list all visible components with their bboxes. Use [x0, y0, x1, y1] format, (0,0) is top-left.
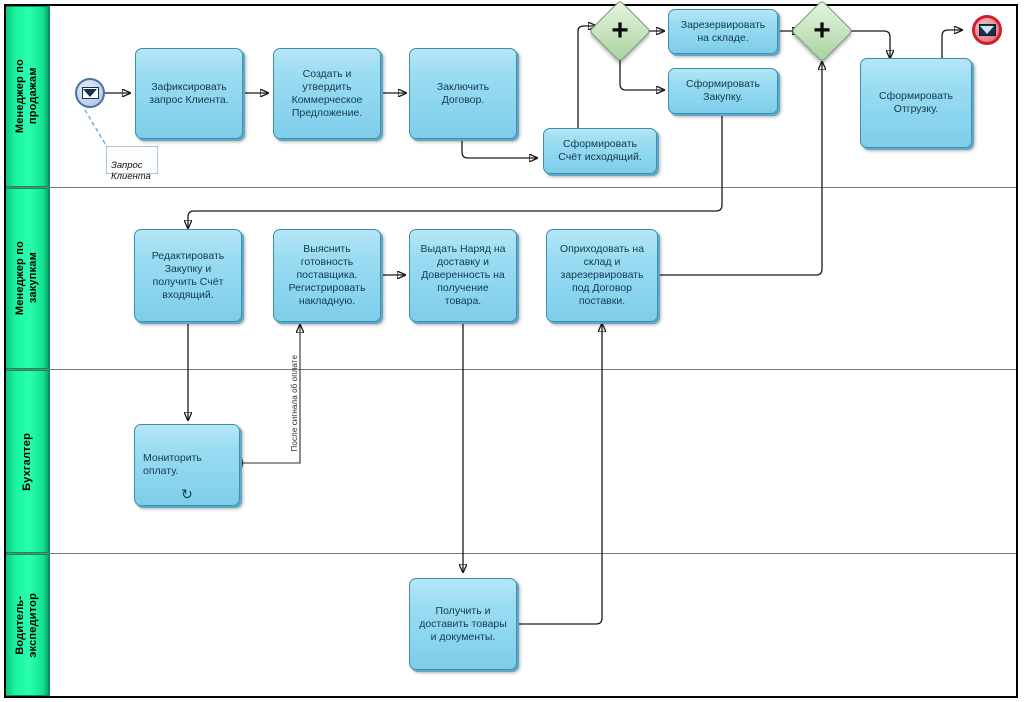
lane-header-purchasing: Менеджер по закупкам [6, 188, 50, 369]
lane-label-driver: Водитель- экспедитор [14, 592, 39, 658]
task-vyyasnit-gotovnost[interactable]: Выяснить готовность поставщика. Регистри… [273, 229, 381, 322]
task-sformirovat-zakupku[interactable]: Сформировать Закупку. [668, 68, 778, 114]
task-label: Получить и доставить товары и документы. [419, 604, 507, 643]
task-label: Зарезервировать на складе. [680, 18, 766, 44]
lane-accounting: Бухгалтер [6, 370, 1016, 554]
annotation-zapros-klienta: Запрос Клиента [106, 146, 158, 182]
task-label: Создать и утвердить Коммерческое Предлож… [291, 67, 363, 119]
task-label: Зафиксировать запрос Клиента. [149, 80, 229, 106]
lane-header-accounting: Бухгалтер [6, 370, 50, 553]
start-message-event[interactable] [75, 78, 105, 108]
lane-label-sales: Менеджер по продажам [14, 59, 39, 134]
task-sformirovat-otgruzku[interactable]: Сформировать Отгрузку. [860, 58, 972, 148]
task-zafiksirovat-zapros[interactable]: Зафиксировать запрос Клиента. [135, 48, 243, 139]
envelope-icon [978, 24, 996, 36]
lane-body-driver [50, 554, 1016, 696]
end-message-event[interactable] [972, 15, 1002, 45]
lane-header-sales: Менеджер по продажам [6, 6, 50, 187]
task-poluchit-dostavit-tovary[interactable]: Получить и доставить товары и документы. [409, 578, 517, 670]
task-label: Выдать Наряд на доставку и Доверенность … [420, 243, 506, 307]
plus-icon: + [813, 14, 831, 47]
task-redaktirovat-zakupku[interactable]: Редактировать Закупку и получить Счёт вх… [134, 229, 242, 322]
task-label: Оприходовать на склад и зарезервировать … [559, 243, 645, 307]
task-sozdat-utverdit-kp[interactable]: Создать и утвердить Коммерческое Предлож… [273, 48, 381, 139]
task-sformirovat-schet-ishodyashchiy[interactable]: Сформировать Счёт исходящий. [543, 128, 657, 174]
task-monitorit-oplatu[interactable]: Мониторить оплату. ↻ [134, 424, 240, 506]
lane-driver: Водитель- экспедитор [6, 554, 1016, 696]
task-label: Выяснить готовность поставщика. Регистри… [288, 243, 366, 307]
flow-label-after-payment-signal: После сигнала об оплате [290, 355, 299, 451]
task-label: Мониторить оплату. [143, 452, 202, 477]
annotation-text: Запрос Клиента [111, 160, 151, 182]
lane-label-accounting: Бухгалтер [20, 432, 33, 491]
task-zarezervirovat-na-sklade[interactable]: Зарезервировать на складе. [668, 9, 778, 54]
lane-header-driver: Водитель- экспедитор [6, 554, 50, 696]
envelope-icon [81, 87, 99, 99]
plus-icon: + [611, 14, 629, 47]
lane-purchasing: Менеджер по закупкам [6, 188, 1016, 370]
task-label: Редактировать Закупку и получить Счёт вх… [151, 249, 225, 301]
task-label: Заключить Договор. [436, 80, 490, 106]
task-label: Сформировать Закупку. [685, 78, 760, 103]
loop-marker-icon: ↻ [181, 486, 193, 502]
task-label: Сформировать Счёт исходящий. [558, 138, 642, 163]
task-vydat-naryad[interactable]: Выдать Наряд на доставку и Доверенность … [409, 229, 517, 322]
task-oprihodovat-na-sklad[interactable]: Оприходовать на склад и зарезервировать … [546, 229, 658, 322]
lane-label-purchasing: Менеджер по закупкам [14, 241, 39, 316]
task-zaklyuchit-dogovor[interactable]: Заключить Договор. [409, 48, 517, 139]
task-label: Сформировать Отгрузку. [878, 90, 953, 115]
flow-label-text: После сигнала об оплате [290, 355, 299, 452]
